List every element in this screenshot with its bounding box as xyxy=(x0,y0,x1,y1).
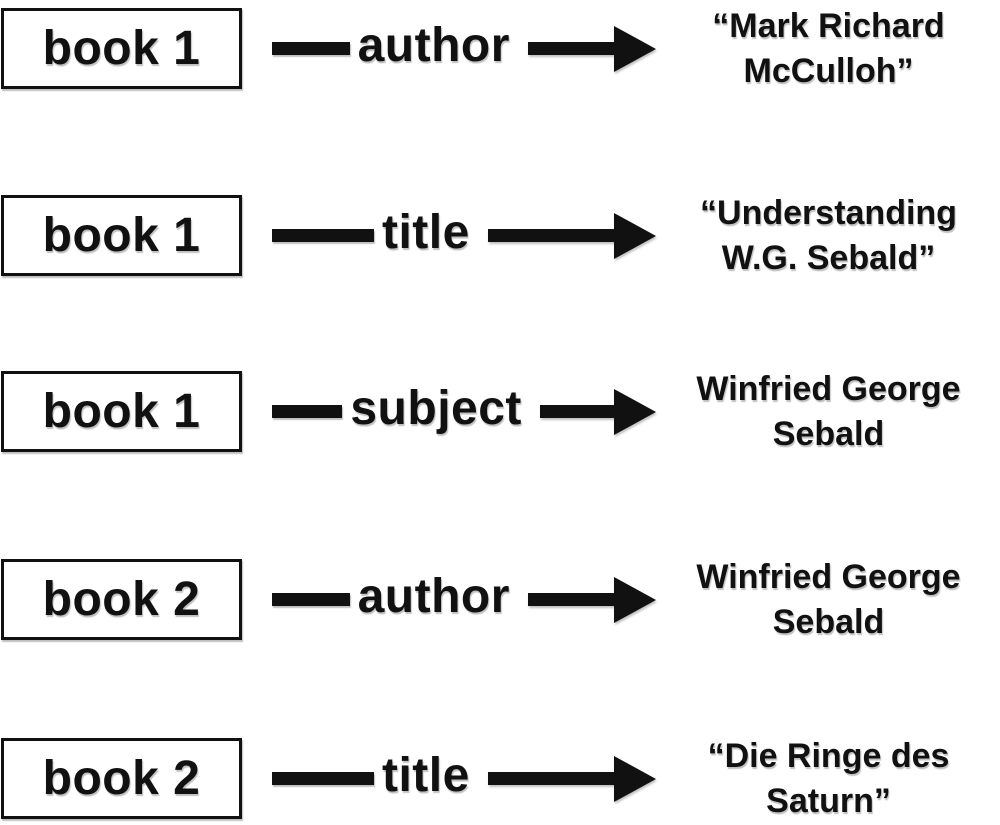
predicate-label: title xyxy=(381,206,470,259)
subject-label: book 1 xyxy=(42,385,201,438)
subject-label: book 1 xyxy=(42,22,201,75)
arrow-tail-segment xyxy=(272,405,343,418)
arrow-shaft xyxy=(487,772,614,785)
arrow-head xyxy=(614,212,656,259)
arrow-shaft xyxy=(527,42,614,55)
predicate-arrow: title xyxy=(272,738,656,819)
triple-row: book 2 author Winfried George Sebald xyxy=(0,558,1000,641)
arrow-shaft xyxy=(539,405,614,418)
arrow-head xyxy=(614,755,656,802)
object-literal: Winfried George Sebald xyxy=(696,369,961,453)
arrow-tail-segment xyxy=(272,772,374,785)
predicate-arrow: author xyxy=(272,559,656,640)
arrow-right-icon xyxy=(487,755,656,802)
arrow-head xyxy=(614,25,656,72)
predicate-label: author xyxy=(357,19,510,72)
triple-row: book 2 title “Die Ringe des Saturn” xyxy=(0,737,1000,820)
arrow-tail-segment xyxy=(272,42,350,55)
predicate-arrow: title xyxy=(272,195,656,276)
object-literal: Winfried George Sebald xyxy=(696,557,961,641)
arrow-shaft xyxy=(487,229,614,242)
subject-box: book 2 xyxy=(1,559,242,640)
subject-label: book 2 xyxy=(42,752,201,805)
predicate-arrow: subject xyxy=(272,371,656,452)
subject-box: book 1 xyxy=(1,8,242,89)
triple-row: book 1 title “Understanding W.G. Sebald” xyxy=(0,194,1000,277)
object-literal: “Die Ringe des Saturn” xyxy=(707,736,950,820)
subject-box: book 1 xyxy=(1,195,242,276)
arrow-head xyxy=(614,576,656,623)
predicate-label: title xyxy=(381,749,470,802)
arrow-shaft xyxy=(527,593,614,606)
subject-label: book 2 xyxy=(42,573,201,626)
object-literal: “Mark Richard McCulloh” xyxy=(712,6,945,90)
subject-box: book 1 xyxy=(1,371,242,452)
triple-row: book 1 subject Winfried George Sebald xyxy=(0,370,1000,453)
arrow-right-icon xyxy=(487,212,656,259)
triple-row: book 1 author “Mark Richard McCulloh” xyxy=(0,7,1000,90)
subject-label: book 1 xyxy=(42,209,201,262)
object-literal: “Understanding W.G. Sebald” xyxy=(700,193,957,277)
arrow-head xyxy=(614,388,656,435)
predicate-label: subject xyxy=(350,382,522,435)
predicate-arrow: author xyxy=(272,8,656,89)
arrow-right-icon xyxy=(527,25,656,72)
arrow-tail-segment xyxy=(272,593,350,606)
arrow-right-icon xyxy=(539,388,656,435)
arrow-tail-segment xyxy=(272,229,374,242)
arrow-right-icon xyxy=(527,576,656,623)
subject-box: book 2 xyxy=(1,738,242,819)
predicate-label: author xyxy=(357,570,510,623)
